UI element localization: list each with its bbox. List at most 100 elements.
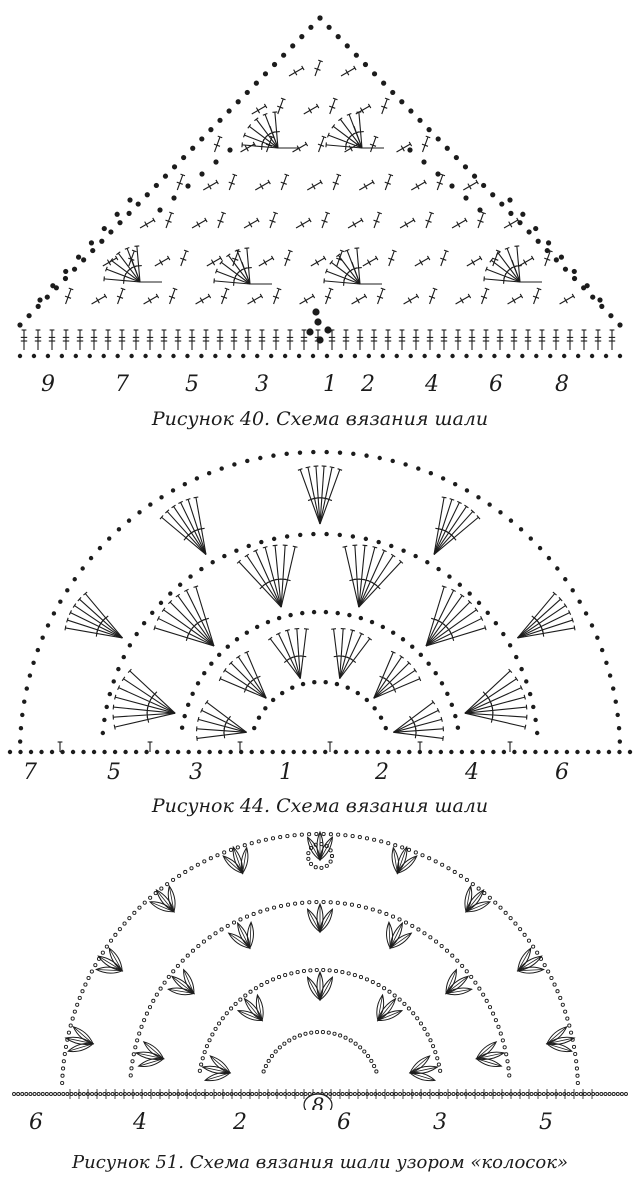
chain-stitch-dot (375, 749, 380, 755)
double-crochet-stitch (414, 255, 431, 267)
chain-stitch-dot (449, 183, 455, 189)
chain-stitch-dot (541, 1092, 546, 1096)
chain-stitch-dot (363, 905, 368, 910)
double-crochet-stitch (161, 607, 215, 647)
chain-stitch-dot (72, 577, 77, 582)
chain-stitch-dot (102, 749, 107, 755)
chain-stitch-dot (574, 1066, 579, 1071)
chain-stitch-dot (364, 836, 370, 841)
leaf-cluster-stitch (137, 1057, 165, 1068)
double-crochet-stitch (121, 676, 176, 714)
chain-stitch-dot (460, 963, 465, 968)
chain-stitch-dot (546, 1092, 550, 1096)
chain-stitch-dot (225, 644, 230, 649)
chain-stitch-dot (196, 1092, 201, 1096)
leaf-cluster-stitch (156, 889, 175, 912)
row-label: 3 (189, 760, 203, 785)
chain-stitch-dot (276, 975, 282, 980)
chain-stitch-dot (312, 308, 320, 316)
double-crochet-stitch (193, 496, 207, 555)
chain-stitch-dot (490, 192, 496, 198)
chain-stitch-dot (249, 841, 254, 846)
double-crochet-stitch (331, 628, 341, 679)
leaf-cluster-stitch (517, 969, 544, 972)
double-crochet-stitch (299, 628, 309, 679)
double-crochet-stitch (284, 629, 301, 679)
chain-stitch-dot (233, 1092, 238, 1096)
double-crochet-stitch (436, 173, 446, 191)
chain-stitch-dot (426, 127, 432, 133)
leaf-cluster-stitch (389, 921, 403, 950)
double-crochet-stitch (362, 255, 379, 267)
chain-stitch-dot (89, 969, 94, 974)
chain-stitch-dot (139, 1024, 144, 1029)
chain-stitch-dot (217, 1092, 222, 1096)
chain-stitch-dot (255, 353, 260, 359)
chain-stitch-dot (209, 661, 214, 666)
chain-stitch-dot (554, 749, 559, 755)
chain-stitch-dot (225, 923, 230, 928)
double-crochet-stitch (255, 179, 271, 191)
double-crochet-stitch (286, 329, 294, 350)
chain-stitch-dot (525, 1092, 530, 1096)
chain-stitch-dot (451, 1092, 456, 1096)
chain-stitch-dot (356, 903, 362, 909)
chain-stitch-dot (348, 1038, 353, 1043)
chain-stitch-dot (446, 866, 451, 871)
leaf-cluster-stitch (465, 889, 484, 912)
chain-stitch-dot (297, 450, 303, 455)
double-crochet-stitch (180, 249, 189, 267)
chain-stitch-dot (324, 531, 329, 537)
chain-stitch-dot (238, 917, 243, 922)
chain-stitch-dot (143, 353, 148, 359)
chain-stitch-dot (402, 1001, 407, 1006)
chain-stitch-dot (234, 637, 240, 642)
chain-stitch-dot (116, 666, 121, 672)
chain-stitch-dot (31, 353, 37, 359)
chain-stitch-dot (436, 1062, 441, 1067)
chain-stitch-dot (521, 1092, 526, 1096)
corner-mark (511, 259, 542, 283)
double-crochet-stitch (468, 329, 476, 350)
double-crochet-stitch (358, 553, 396, 608)
double-crochet-stitch (168, 287, 178, 305)
chain-stitch-dot (324, 449, 329, 455)
chain-stitch-dot (604, 660, 609, 665)
double-crochet-stitch (64, 287, 74, 305)
chain-stitch-dot (439, 943, 444, 949)
chain-stitch-dot (226, 108, 232, 114)
chain-stitch-dot (334, 681, 340, 687)
chain-stitch-dot (353, 1041, 358, 1046)
corner-mark (269, 125, 300, 149)
chain-stitch-dot (276, 615, 282, 621)
chain-stitch-dot (467, 1092, 472, 1096)
chain-stitch-dot (297, 1033, 302, 1038)
chain-stitch-dot (575, 353, 581, 359)
leaf-cluster-stitch (307, 976, 321, 1001)
chain-stitch-dot (177, 582, 183, 587)
chain-stitch-dot (188, 574, 193, 579)
chain-stitch-dot (338, 1033, 343, 1038)
chain-stitch-dot (335, 900, 340, 905)
chain-stitch-dot (195, 681, 201, 686)
chain-stitch-dot (175, 963, 180, 968)
double-crochet-stitch (428, 287, 438, 305)
leaf-cluster-stitch (476, 1058, 502, 1067)
chain-stitch-dot (243, 993, 248, 998)
chain-stitch-dot (488, 1092, 493, 1096)
chain-stitch-dot (154, 992, 159, 997)
leaf-cluster-stitch (203, 1072, 232, 1082)
double-crochet-stitch (284, 249, 293, 267)
chain-stitch-dot (353, 52, 359, 58)
double-crochet-stitch (196, 731, 247, 741)
chain-stitch-dot (440, 862, 445, 867)
chain-stitch-dot (345, 685, 350, 690)
chain-stitch-dot (485, 610, 490, 615)
chain-stitch-dot (438, 1068, 443, 1073)
chain-stitch-dot (487, 895, 492, 900)
chain-stitch-dot (501, 631, 506, 637)
chain-stitch-dot (51, 611, 57, 616)
chain-stitch-dot (20, 712, 25, 718)
chain-stitch-dot (101, 225, 107, 232)
chain-stitch-dot (35, 303, 41, 309)
